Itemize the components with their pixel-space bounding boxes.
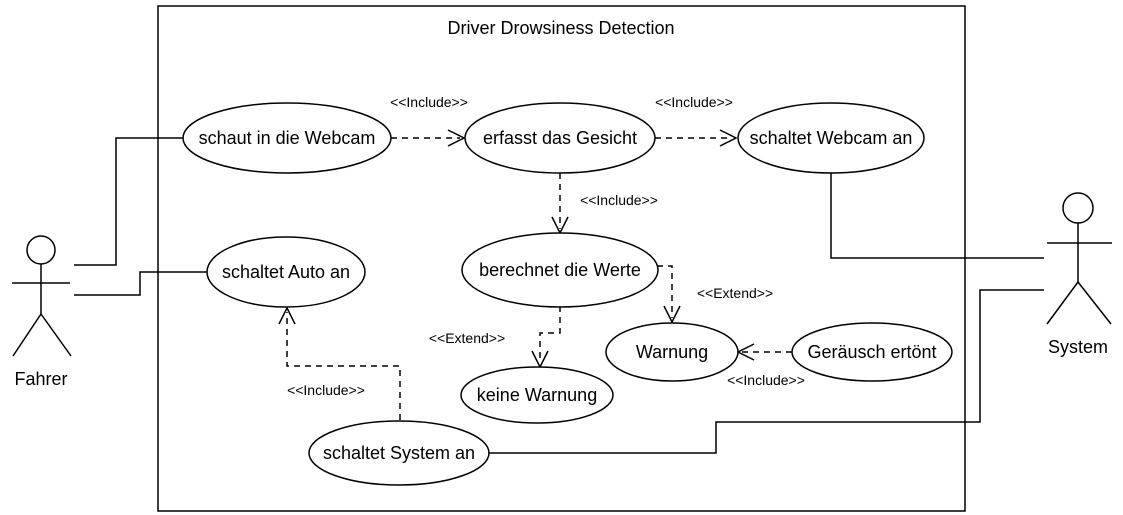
association-system-systeman	[489, 289, 1044, 454]
label-include-3: <<Include>>	[580, 192, 658, 208]
association-fahrer-webcam	[74, 137, 183, 266]
use-case-schaut-in-die-webcam[interactable]: schaut in die Webcam	[182, 102, 392, 174]
use-case-label: schaltet System an	[323, 443, 475, 463]
label-include-2: <<Include>>	[655, 94, 733, 110]
use-case-geraeusch-ertoent[interactable]: Geräusch ertönt	[791, 322, 953, 382]
use-case-label: Warnung	[636, 342, 708, 362]
use-case-keine-warnung[interactable]: keine Warnung	[460, 366, 614, 424]
actor-system-label: System	[1048, 337, 1108, 357]
use-case-label: Geräusch ertönt	[807, 342, 936, 362]
association-system-webcam	[830, 158, 1044, 259]
use-case-label: keine Warnung	[477, 385, 597, 405]
actor-fahrer[interactable]	[12, 235, 72, 357]
use-case-label: schaltet Auto an	[222, 262, 350, 282]
actor-system-head	[1062, 192, 1094, 224]
extend-arrow-werte-keinewarnung	[539, 306, 561, 363]
label-include-4: <<Include>>	[727, 372, 805, 388]
label-include-1: <<Include>>	[390, 94, 468, 110]
use-case-label: berechnet die Werte	[479, 260, 641, 280]
association-fahrer-auto	[74, 271, 207, 296]
use-case-schaltet-system-an[interactable]: schaltet System an	[308, 420, 490, 486]
system-title: Driver Drowsiness Detection	[447, 18, 674, 38]
use-case-schaltet-webcam-an[interactable]: schaltet Webcam an	[737, 102, 925, 174]
use-case-label: erfasst das Gesicht	[483, 128, 637, 148]
use-case-label: schaltet Webcam an	[750, 128, 913, 148]
use-case-schaltet-auto-an[interactable]: schaltet Auto an	[206, 236, 366, 308]
label-include-5: <<Include>>	[287, 382, 365, 398]
use-case-erfasst-das-gesicht[interactable]: erfasst das Gesicht	[464, 102, 656, 174]
extend-arrow-werte-warnung	[657, 265, 673, 318]
actor-fahrer-head	[26, 235, 56, 265]
use-case-label: schaut in die Webcam	[199, 128, 376, 148]
label-extend-1: <<Extend>>	[697, 285, 773, 301]
use-case-berechnet-die-werte[interactable]: berechnet die Werte	[461, 232, 659, 308]
actor-fahrer-label: Fahrer	[14, 369, 67, 389]
include-arrow-systeman-autoan	[286, 312, 401, 420]
label-extend-2: <<Extend>>	[429, 330, 505, 346]
use-case-warnung[interactable]: Warnung	[605, 322, 739, 382]
actor-system[interactable]	[1046, 192, 1112, 325]
